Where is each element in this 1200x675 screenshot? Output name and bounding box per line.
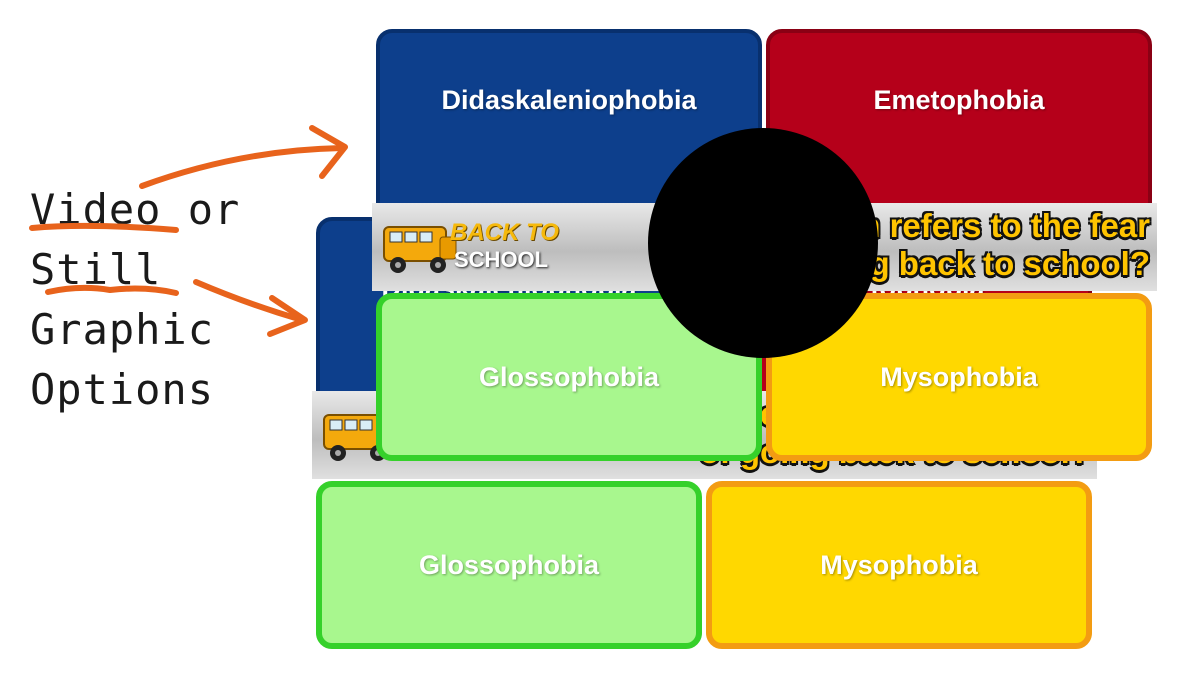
- answer-tile-yellow: Mysophobia: [706, 481, 1092, 649]
- annotation-line-1: Video or: [30, 185, 241, 234]
- arrow-head-still: [267, 295, 308, 337]
- logo-line-1: BACK TO: [450, 219, 559, 246]
- school-bus-icon: [383, 226, 457, 273]
- logo-line-2: SCHOOL: [454, 247, 549, 272]
- back-to-school-logo: BACK TO SCHOOL: [380, 215, 570, 285]
- annotation-label: Video or Still Graphic Options: [30, 180, 240, 420]
- answer-tile-green: Glossophobia: [316, 481, 702, 649]
- annotation-line-4: Options: [30, 365, 215, 414]
- arrow-head-video: [309, 125, 348, 179]
- play-button-icon[interactable]: [648, 128, 878, 358]
- annotation-line-2: Still: [30, 245, 162, 294]
- answer-tile-yellow: Mysophobia: [766, 293, 1152, 461]
- annotation-line-3: Graphic: [30, 305, 215, 354]
